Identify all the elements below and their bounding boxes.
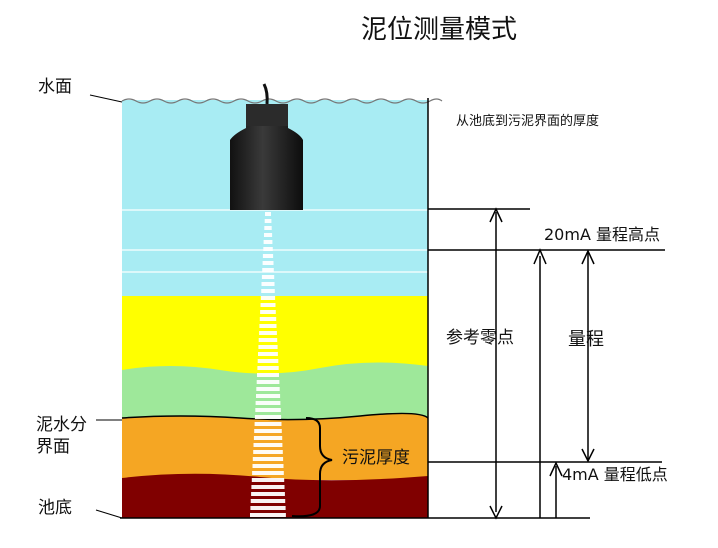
beam-dash <box>257 359 279 363</box>
beam-dash <box>252 464 284 468</box>
beam-dash <box>262 268 274 272</box>
label-range: 量程 <box>568 329 604 350</box>
label-interface-line2: 界面 <box>36 437 70 457</box>
label-reference-zero: 参考零点 <box>446 328 514 348</box>
beam-dash <box>258 352 278 356</box>
beam-dash <box>264 219 272 223</box>
beam-dash <box>251 485 285 489</box>
beam-dash <box>253 436 283 440</box>
water-surface-line <box>121 98 443 104</box>
label-bottom-description: 从池底到污泥界面的厚度 <box>456 113 599 129</box>
beam-dash <box>254 429 282 433</box>
beam-dash <box>261 289 275 293</box>
beam-dash <box>255 401 281 405</box>
page-title: 泥位测量模式 <box>361 15 517 45</box>
beam-dash <box>257 366 279 370</box>
beam-dash <box>252 457 284 461</box>
ultrasonic-beam <box>250 212 286 517</box>
sludge-green-layer <box>122 362 428 420</box>
beam-dash <box>251 492 285 496</box>
label-low-point: 4mA 量程低点 <box>562 465 668 484</box>
sludge-interface-line <box>121 412 429 421</box>
beam-dash <box>265 212 271 216</box>
beam-dash <box>250 513 286 517</box>
beam-dash <box>259 324 277 328</box>
beam-dash <box>260 310 276 314</box>
beam-dash <box>254 415 282 419</box>
measurement-annotations <box>89 94 665 520</box>
beam-dash <box>263 247 273 251</box>
beam-dash <box>258 345 278 349</box>
beam-dash <box>261 275 275 279</box>
beam-dash <box>264 233 273 237</box>
beam-dash <box>255 408 281 412</box>
beam-dash <box>258 338 278 342</box>
beam-dash <box>252 471 284 475</box>
beam-dash <box>256 387 280 391</box>
beam-dash <box>262 254 274 258</box>
beam-dash <box>260 296 276 300</box>
beam-dash <box>262 261 274 265</box>
label-water-surface: 水面 <box>38 77 72 97</box>
label-high-point: 20mA 量程高点 <box>544 225 660 244</box>
beam-dash <box>253 443 283 447</box>
beam-dash <box>251 478 285 482</box>
beam-dash <box>257 373 279 377</box>
beam-dash <box>256 394 281 398</box>
beam-dash <box>256 380 280 384</box>
label-sludge-thickness: 污泥厚度 <box>342 448 410 468</box>
label-tank-bottom: 池底 <box>38 498 72 518</box>
beam-dash <box>264 226 272 230</box>
beam-dash <box>259 331 277 335</box>
beam-dash <box>263 240 273 244</box>
beam-dash <box>250 506 286 510</box>
beam-dash <box>261 282 275 286</box>
beam-dash <box>259 317 277 321</box>
ultrasonic-sensor-icon <box>230 83 303 210</box>
label-interface-line1: 泥水分 <box>36 415 87 435</box>
beam-dash <box>260 303 276 307</box>
beam-dash <box>253 450 283 454</box>
beam-dash <box>254 422 282 426</box>
beam-dash <box>250 499 286 503</box>
